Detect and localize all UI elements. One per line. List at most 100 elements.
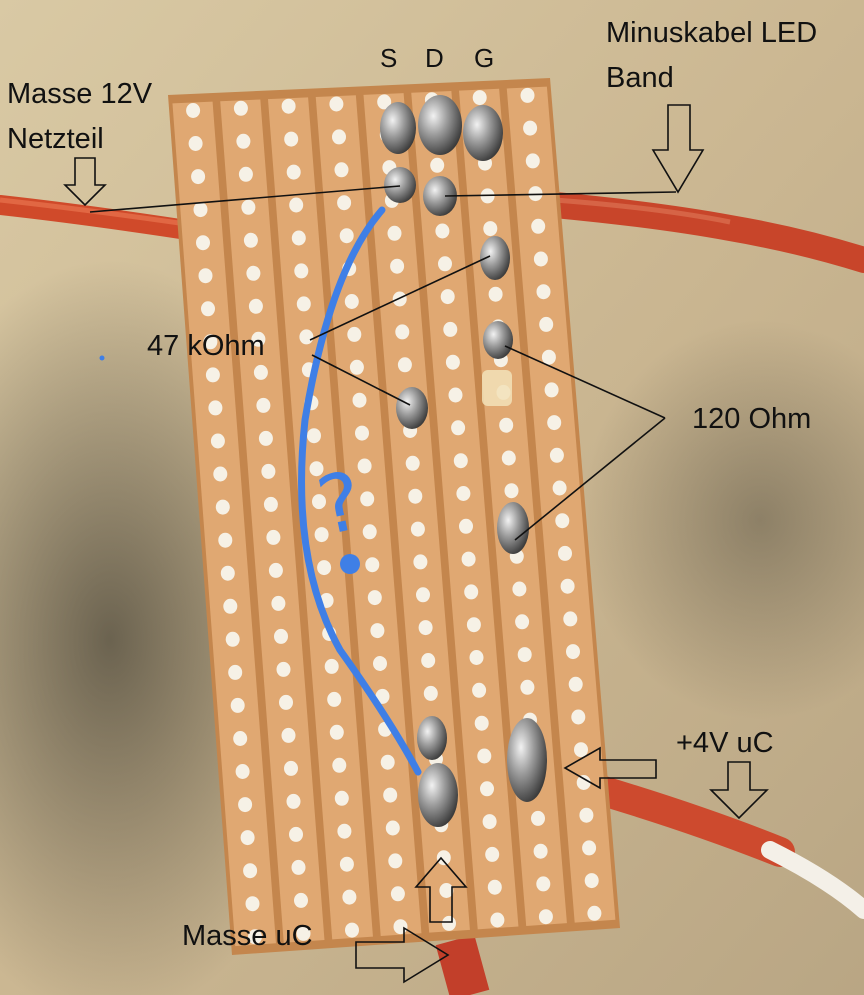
board-hole — [210, 433, 225, 449]
label-band: Band — [606, 62, 674, 94]
board-hole — [456, 486, 471, 501]
board-hole — [329, 96, 344, 112]
board-hole — [248, 298, 263, 314]
pin-label-s: S — [380, 43, 397, 73]
board-hole — [228, 664, 243, 680]
board-hole — [576, 775, 591, 790]
board-hole — [504, 483, 519, 499]
solder-joint — [380, 102, 416, 154]
board-hole — [248, 929, 262, 945]
board-hole — [347, 326, 362, 342]
board-hole — [525, 153, 540, 169]
board-hole — [477, 748, 492, 764]
board-hole — [531, 810, 545, 826]
board-hole — [533, 843, 548, 859]
board-hole — [317, 560, 332, 576]
board-hole — [314, 527, 329, 543]
board-hole — [421, 653, 436, 668]
solder-joint — [463, 105, 503, 161]
copper-strip — [267, 97, 373, 940]
board-hole — [469, 650, 484, 665]
wire-right-bottom — [585, 775, 864, 919]
board-hole — [299, 329, 314, 345]
board-hole — [558, 545, 572, 561]
board-hole — [541, 349, 556, 365]
board-hole — [230, 697, 245, 713]
board-hole — [568, 676, 583, 692]
solder-joint — [497, 502, 529, 554]
board-hole — [487, 879, 502, 895]
board-hole — [536, 876, 551, 892]
board-hole — [413, 554, 428, 570]
shadow — [580, 320, 864, 720]
board-hole — [208, 400, 223, 416]
board-hole — [383, 787, 398, 803]
board-hole — [281, 727, 296, 743]
label-120ohm: 120 Ohm — [692, 403, 811, 435]
label-masse-12v: Masse 12V — [7, 78, 153, 110]
solder-joint — [396, 387, 428, 429]
board-hole — [191, 169, 206, 185]
board-hole — [243, 232, 258, 248]
board-hole — [485, 846, 500, 862]
board-hole — [312, 494, 326, 510]
board-hole — [438, 256, 452, 272]
solder-joint — [507, 718, 547, 802]
solder-joint — [418, 95, 462, 155]
label-plus4v: +4V uC — [676, 727, 774, 759]
board-hole — [266, 529, 281, 545]
board-hole — [547, 415, 562, 431]
blue-dot — [340, 554, 360, 574]
board-hole — [284, 131, 299, 147]
board-hole — [466, 617, 481, 633]
board-hole — [563, 611, 578, 627]
board-hole — [472, 90, 487, 106]
board-hole — [240, 830, 255, 846]
board-hole — [436, 850, 451, 866]
label-minuskabel: Minuskabel LED — [606, 17, 817, 49]
board-hole — [566, 644, 580, 660]
board-hole — [294, 263, 309, 279]
board-hole — [528, 186, 543, 202]
board-hole — [225, 631, 240, 647]
board-hole — [355, 425, 369, 441]
board-hole — [258, 430, 273, 446]
label-netzteil: Netzteil — [7, 123, 104, 155]
solder-joint — [480, 236, 510, 280]
pin-label-d: D — [425, 43, 444, 73]
board-hole — [360, 491, 375, 507]
board-hole — [294, 892, 308, 908]
board-hole — [523, 120, 538, 136]
board-hole — [582, 840, 597, 856]
board-hole — [390, 886, 405, 902]
board-hole — [560, 578, 575, 594]
board-hole — [483, 221, 498, 237]
arrow-left-icon — [563, 746, 657, 790]
arrow-down-icon — [651, 104, 705, 194]
board-hole — [430, 157, 445, 173]
board-hole — [490, 912, 505, 928]
board-hole — [342, 889, 357, 905]
board-hole — [539, 316, 554, 332]
arrow-up-icon — [414, 856, 468, 923]
board-hole — [268, 562, 283, 578]
board-hole — [464, 584, 479, 600]
board-hole — [327, 691, 342, 707]
board-hole — [186, 103, 201, 118]
board-hole — [377, 94, 392, 110]
solder-joint — [417, 716, 447, 760]
board-hole — [380, 754, 395, 770]
board-hole — [213, 466, 228, 482]
label-masse-uc: Masse uC — [182, 920, 313, 952]
board-hole — [388, 853, 403, 869]
board-hole — [215, 499, 230, 515]
board-hole — [332, 757, 347, 773]
board-hole — [587, 905, 602, 921]
leader-lines — [89, 185, 677, 541]
board-hole — [243, 863, 258, 879]
board-hole — [223, 598, 238, 614]
board-hole — [296, 925, 311, 941]
board-hole — [461, 551, 476, 567]
board-hole — [395, 324, 410, 340]
board-hole — [453, 453, 468, 469]
